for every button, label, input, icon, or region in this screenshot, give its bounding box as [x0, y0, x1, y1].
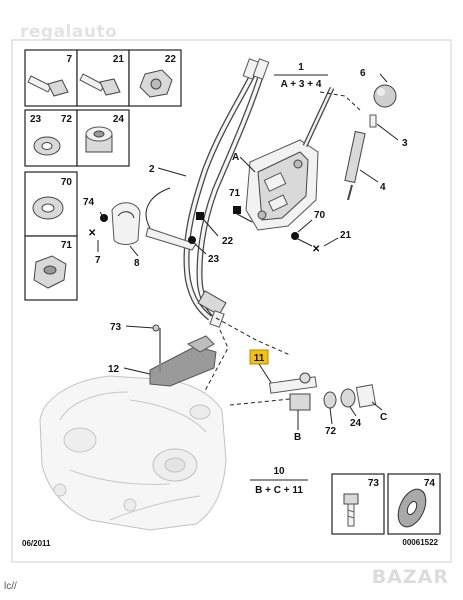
callout-73: 73 [110, 322, 122, 333]
box-label-22: 22 [165, 54, 177, 65]
washer-23-drawing [33, 136, 61, 156]
box-label-23: 23 [30, 114, 42, 125]
assembly-10-formula: B + C + 11 [255, 485, 303, 496]
callout-C: C [380, 412, 387, 423]
bracket-12 [149, 328, 217, 387]
bolt-21-drawing [79, 73, 121, 96]
box-label-73: 73 [368, 478, 380, 489]
box-label-7: 7 [66, 54, 72, 65]
callout-70: 70 [314, 210, 326, 221]
callout-4: 4 [380, 182, 386, 193]
watermark-bottom: BAZAR [371, 566, 449, 588]
callout-8: 8 [134, 258, 140, 269]
box-label-21: 21 [113, 54, 125, 65]
callout-21: 21 [340, 230, 352, 241]
transmission-housing [39, 375, 227, 531]
spacer-24-drawing [85, 126, 113, 153]
gear-selector-A [245, 86, 335, 231]
cable-bracket [145, 187, 197, 251]
clip-8 [111, 202, 141, 245]
boot-3 [369, 114, 377, 128]
assembly-10-number: 10 [273, 466, 285, 477]
callout-12: 12 [108, 364, 120, 375]
washer-70-drawing [32, 196, 64, 220]
cross-7: ✕ [88, 228, 96, 239]
fastener-dot-23 [188, 236, 196, 244]
callout-A: A [232, 152, 239, 163]
assembly-1-formula: A + 3 + 4 [281, 79, 322, 90]
callout-2: 2 [149, 164, 155, 175]
parts-grid-bottom-right: 73 74 [331, 473, 441, 535]
nut-22-drawing [139, 69, 173, 98]
box-label-71: 71 [61, 240, 73, 251]
drawing-code: 00061522 [402, 538, 438, 547]
date-code: 06/2011 [22, 539, 51, 548]
callout-24: 24 [350, 418, 362, 429]
callout-3: 3 [402, 138, 408, 149]
box-label-74: 74 [424, 478, 436, 489]
callout-6: 6 [360, 68, 366, 79]
nut-71-drawing [33, 255, 67, 289]
callout-7: 7 [95, 255, 101, 266]
callout-11: 11 [254, 353, 265, 364]
assembly-1-number: 1 [298, 62, 304, 73]
callout-72: 72 [325, 426, 337, 437]
watermark-top: regalauto [20, 22, 118, 42]
cross-21: ✕ [312, 244, 320, 255]
box-label-70: 70 [61, 177, 73, 188]
box-label-72: 72 [61, 114, 73, 125]
highlight-box-11: 11 [249, 349, 269, 365]
callout-23: 23 [208, 254, 220, 265]
gear-knob-6 [373, 84, 397, 108]
washer-74-drawing [397, 488, 427, 528]
fastener-square-22 [196, 212, 204, 220]
box-label-24: 24 [113, 114, 125, 125]
callout-22: 22 [222, 236, 234, 247]
callout-71: 71 [229, 188, 241, 199]
callout-B: B [294, 432, 301, 443]
rod-4 [344, 130, 366, 201]
linkage-assembly [268, 372, 377, 411]
drawing-frame [11, 39, 452, 563]
parts-grid-left: 7 21 22 23 72 24 70 71 [24, 49, 182, 301]
callout-74a: 74 [83, 197, 95, 208]
url-text: lc// [4, 581, 17, 592]
bolt-7-drawing [27, 75, 69, 97]
bolt-73-drawing [343, 493, 359, 527]
fastener-square-71 [233, 206, 241, 214]
